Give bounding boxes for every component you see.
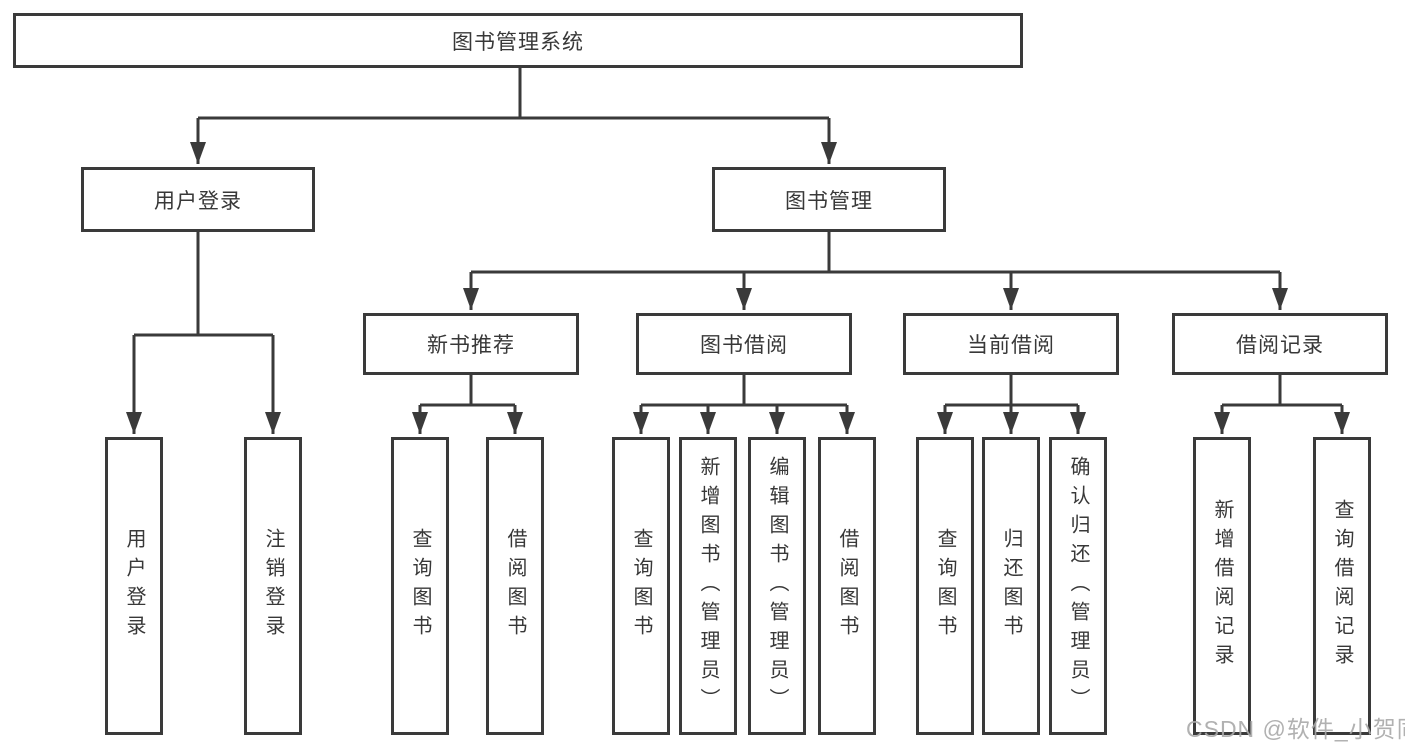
node-current-borrowing: 当前借阅 [903, 313, 1119, 375]
leaf-user-login: 用户登录 [105, 437, 163, 735]
node-book-management: 图书管理 [712, 167, 946, 232]
leaf-search-books-recommend: 查询图书 [391, 437, 449, 735]
leaf-add-borrow-record: 新增借阅记录 [1193, 437, 1251, 735]
leaf-search-books-current: 查询图书 [916, 437, 974, 735]
leaf-add-book-admin: 新增图书（管理员） [679, 437, 737, 735]
node-book-management-label: 图书管理 [785, 189, 873, 213]
node-book-borrowing: 图书借阅 [636, 313, 852, 375]
node-borrowing-records: 借阅记录 [1172, 313, 1388, 375]
leaf-search-books-borrowing-label: 查询图书 [630, 528, 652, 644]
leaf-search-borrow-record: 查询借阅记录 [1313, 437, 1371, 735]
leaf-search-borrow-record-label: 查询借阅记录 [1331, 499, 1353, 673]
leaf-search-books-borrowing: 查询图书 [612, 437, 670, 735]
leaf-borrow-books: 借阅图书 [818, 437, 876, 735]
leaf-add-book-admin-label: 新增图书（管理员） [697, 455, 719, 717]
leaf-return-books: 归还图书 [982, 437, 1040, 735]
leaf-borrow-books-recommend-label: 借阅图书 [504, 528, 526, 644]
leaf-search-books-recommend-label: 查询图书 [409, 528, 431, 644]
node-new-book-recommendation: 新书推荐 [363, 313, 579, 375]
node-book-borrowing-label: 图书借阅 [700, 334, 788, 357]
leaf-borrow-books-label: 借阅图书 [836, 528, 858, 644]
node-borrowing-records-label: 借阅记录 [1236, 334, 1324, 357]
leaf-search-books-current-label: 查询图书 [934, 528, 956, 644]
leaf-confirm-return-admin: 确认归还（管理员） [1049, 437, 1107, 735]
leaf-return-books-label: 归还图书 [1000, 528, 1022, 644]
leaf-edit-book-admin: 编辑图书（管理员） [748, 437, 806, 735]
node-library-management-system: 图书管理系统 [13, 13, 1023, 68]
node-library-management-system-label: 图书管理系统 [452, 30, 584, 54]
node-current-borrowing-label: 当前借阅 [967, 334, 1055, 357]
node-user-login: 用户登录 [81, 167, 315, 232]
leaf-edit-book-admin-label: 编辑图书（管理员） [766, 455, 788, 717]
watermark: CSDN @软件_小贺同学 [1186, 716, 1405, 742]
leaf-logout: 注销登录 [244, 437, 302, 735]
node-new-book-recommendation-label: 新书推荐 [427, 334, 515, 357]
leaf-logout-label: 注销登录 [262, 528, 284, 644]
leaf-user-login-label: 用户登录 [123, 528, 145, 644]
leaf-confirm-return-admin-label: 确认归还（管理员） [1067, 455, 1089, 717]
leaf-add-borrow-record-label: 新增借阅记录 [1211, 499, 1233, 673]
node-user-login-label: 用户登录 [154, 189, 242, 213]
leaf-borrow-books-recommend: 借阅图书 [486, 437, 544, 735]
